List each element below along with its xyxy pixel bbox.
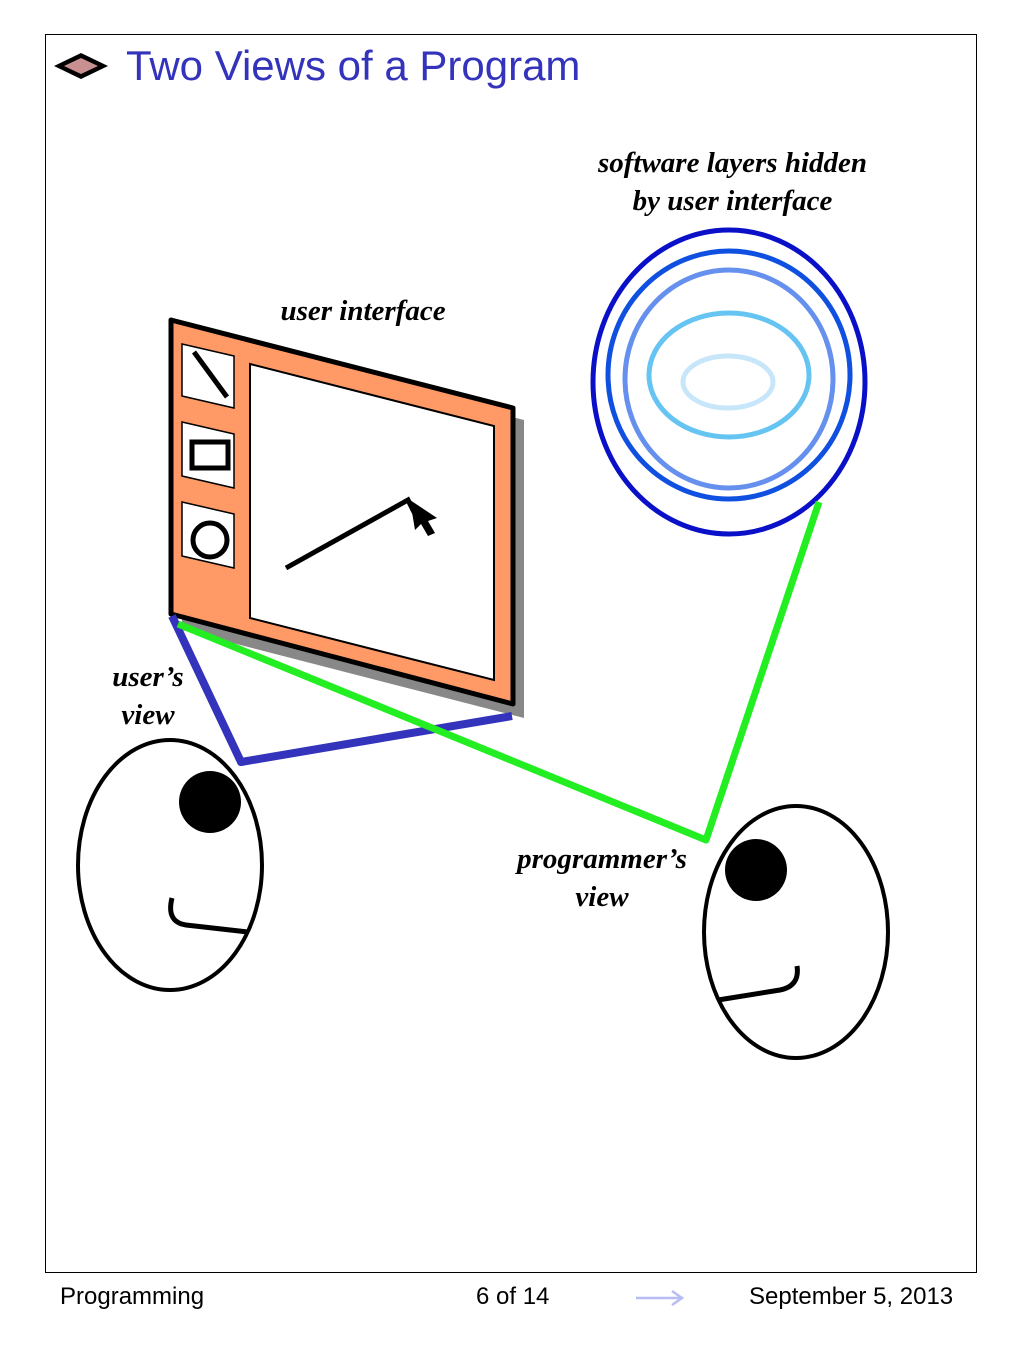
rectangle-tool-button bbox=[181, 421, 235, 489]
layer-ring-4 bbox=[646, 310, 812, 440]
users-view-label-line2: view bbox=[121, 699, 175, 731]
user-eye bbox=[179, 771, 241, 833]
software-layers-label-line1: software layers hidden bbox=[597, 147, 868, 179]
footer-page-number: 6 of 14 bbox=[476, 1283, 550, 1310]
programmer-head bbox=[702, 804, 890, 1060]
programmers-view-label: programmer’s view bbox=[494, 840, 710, 916]
users-view-line bbox=[168, 614, 513, 766]
programmers-view-label-line1: programmer’s bbox=[517, 843, 687, 875]
software-layers-label: software layers hidden by user interface bbox=[560, 144, 905, 220]
line-tool-button bbox=[181, 343, 235, 409]
programmers-view-line bbox=[176, 500, 823, 844]
programmer-face bbox=[702, 804, 890, 1060]
user-interface-label: user interface bbox=[258, 292, 468, 330]
layer-ring-outer bbox=[590, 227, 868, 537]
software-layer-rings bbox=[590, 227, 868, 537]
user-head bbox=[76, 738, 264, 992]
software-layers-label-line2: by user interface bbox=[632, 185, 833, 217]
circle-tool-button bbox=[181, 501, 235, 569]
next-arrow-icon[interactable] bbox=[634, 1286, 686, 1310]
users-view-label-line1: user’s bbox=[112, 661, 184, 693]
diamond-bullet-icon bbox=[54, 53, 108, 79]
layer-ring-3 bbox=[622, 267, 836, 491]
layer-ring-2 bbox=[605, 248, 853, 502]
mouse-pointer-icon bbox=[410, 500, 437, 536]
slide-title: Two Views of a Program bbox=[126, 42, 581, 89]
circle-tool-icon bbox=[190, 520, 230, 560]
footer-date: September 5, 2013 bbox=[749, 1283, 954, 1310]
rectangle-tool-icon bbox=[189, 439, 231, 471]
layer-ring-inner bbox=[680, 353, 776, 411]
users-view-label: user’s view bbox=[96, 658, 200, 734]
user-mouth bbox=[168, 897, 249, 935]
programmer-eye bbox=[725, 839, 787, 901]
line-tool-icon bbox=[191, 350, 230, 399]
user-face bbox=[76, 738, 264, 992]
programmer-mouth bbox=[717, 965, 800, 1003]
title-row: Two Views of a Program bbox=[52, 40, 580, 92]
user-interface-label-text: user interface bbox=[280, 295, 446, 327]
programmers-view-label-line2: view bbox=[575, 881, 629, 913]
footer-left: Programming bbox=[60, 1283, 205, 1310]
slide-frame bbox=[45, 34, 977, 1273]
